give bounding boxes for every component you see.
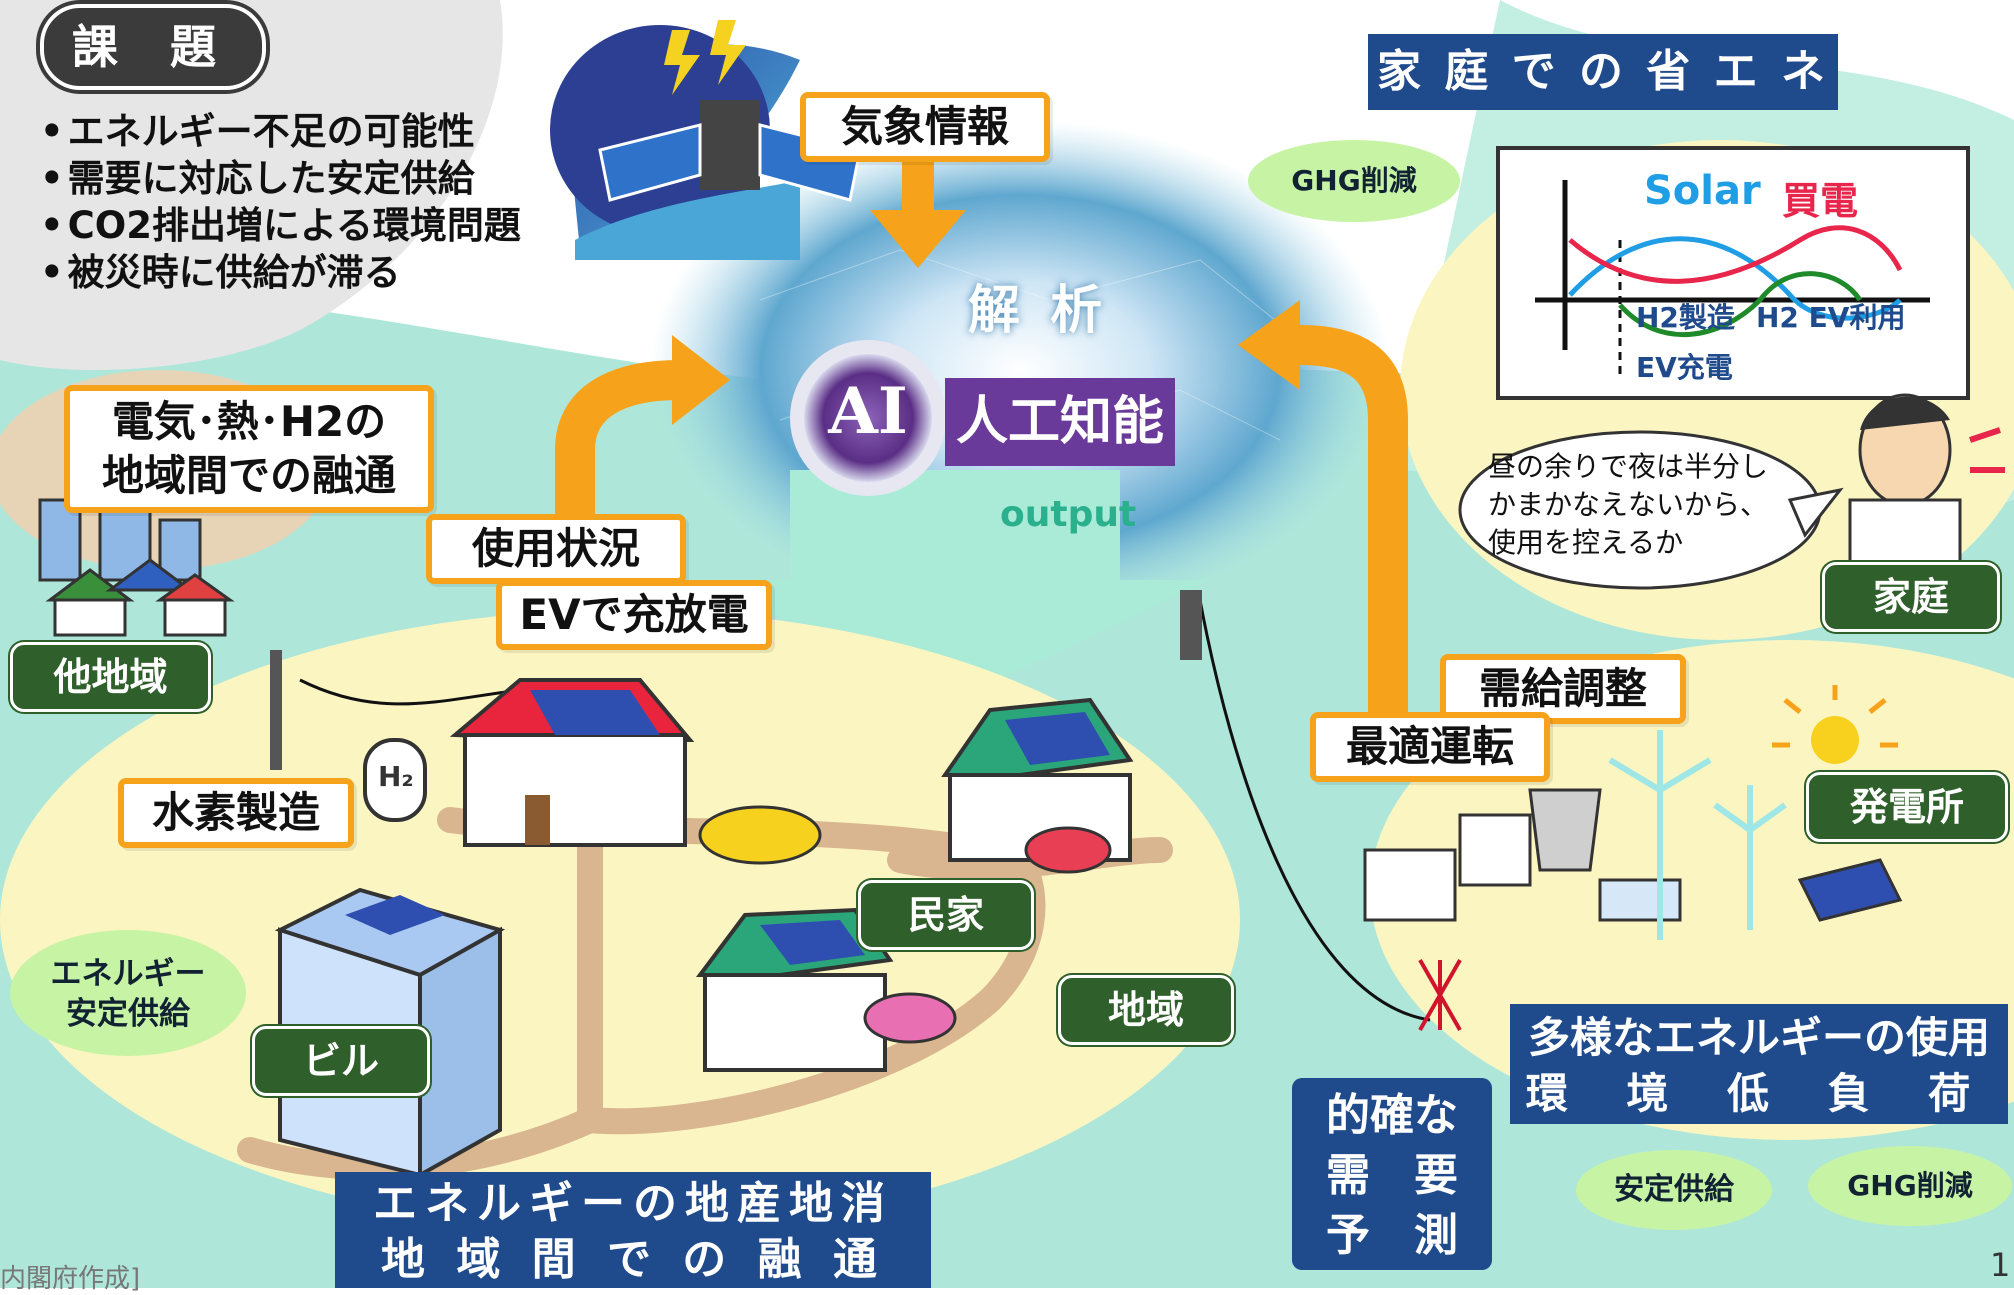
local-banner-line2: 地 域 間 で の 融 通: [381, 1234, 885, 1285]
exchange-label-line1: 電気･熱･H2の: [111, 397, 387, 446]
household-label: 家庭: [1822, 562, 2000, 632]
house-label: 民家: [858, 880, 1034, 950]
issue-item: 需要に対応した安定供給: [40, 155, 521, 202]
issue-item: エネルギー不足の可能性: [40, 108, 521, 155]
local-banner-line1: エネルギーの地産地消: [373, 1178, 893, 1229]
issues-list: エネルギー不足の可能性 需要に対応した安定供給 CO2排出増による環境問題 被災…: [40, 108, 521, 296]
power-plant: [1363, 685, 1903, 1031]
other-region-label: 他地域: [10, 642, 211, 712]
earth-surface: [575, 180, 800, 260]
car-yellow: [698, 805, 822, 865]
home-chart: [1535, 180, 1930, 380]
plant-ghg-bubble: GHG削減: [1808, 1146, 2012, 1226]
utility-pole-right: [1180, 590, 1202, 660]
power-line-right: [1198, 599, 1431, 1022]
weather-info-label: 気象情報: [800, 92, 1050, 163]
diverse-banner-line2: 環 境 低 負 荷: [1525, 1069, 1993, 1118]
chart-buy-label: 買電: [1782, 179, 1859, 223]
house-center: [696, 907, 894, 1072]
hydrogen-label: 水素製造: [118, 778, 354, 849]
demand-forecast-box: 的確な 需 要 予 測: [1292, 1078, 1492, 1270]
chart-h2-label: H2製造: [1636, 301, 1735, 334]
chart-solar-label: Solar: [1644, 168, 1761, 214]
lightning-left: [664, 30, 700, 95]
forecast-line2: 需 要: [1326, 1150, 1458, 1201]
utility-pole-left: [270, 650, 282, 770]
chart-h2ev-label: H2 EV利用: [1756, 301, 1906, 334]
hydrogen-tank: [363, 738, 427, 822]
satellite-panel-left: [598, 123, 702, 202]
issues-title: 課 題: [40, 4, 266, 90]
output-arrow: [700, 470, 1210, 700]
usage-label: 使用状況: [426, 514, 686, 585]
car-pink: [863, 992, 957, 1044]
energy-bubble-line2: 安定供給: [66, 996, 190, 1032]
chart-evcharge-label: EV充電: [1636, 351, 1733, 384]
thinking-man: [1848, 393, 2005, 582]
stable-supply-bubble: 安定供給: [1576, 1150, 1772, 1230]
energy-supply-bubble: エネルギー 安定供給: [10, 930, 246, 1056]
thought-text: 昼の余りで夜は半分し かまかなえないから、 使用を控えるか: [1488, 448, 1768, 562]
h2-tank-label: H₂: [378, 760, 414, 793]
forecast-line1: 的確な: [1326, 1090, 1458, 1141]
output-label: output: [1000, 494, 1137, 535]
thought-line3: 使用を控えるか: [1488, 526, 1684, 559]
thought-line2: かまかなえないから、: [1488, 488, 1769, 521]
source-note: 内閣府作成]: [0, 1264, 141, 1294]
car-red: [1024, 826, 1112, 874]
power-line-left: [299, 678, 521, 706]
lightning-right: [710, 20, 746, 85]
forecast-line3: 予 測: [1326, 1210, 1458, 1261]
diverse-energy-banner: 多様なエネルギーの使用 環 境 低 負 荷: [1510, 1004, 2008, 1124]
ai-logo: AI: [828, 374, 908, 449]
other-region-buildings: [38, 478, 235, 637]
home-energy-title: 家 庭 で の 省 エ ネ: [1368, 34, 1838, 110]
satellite-body: [700, 100, 760, 190]
exchange-label: 電気･熱･H2の 地域間での融通: [64, 385, 434, 513]
house-main: [449, 678, 695, 847]
building-label: ビル: [252, 1026, 430, 1096]
exchange-label-line2: 地域間での融通: [101, 451, 396, 500]
local-production-banner: エネルギーの地産地消 地 域 間 で の 融 通: [335, 1172, 931, 1288]
ev-label: EVで充放電: [496, 580, 772, 651]
page-number: 1: [1990, 1246, 2011, 1284]
analysis-label: 解 析: [968, 281, 1109, 341]
usage-arrow: [555, 360, 681, 525]
supply-arrow: [1299, 325, 1408, 720]
diverse-banner-line1: 多様なエネルギーの使用: [1527, 1013, 1990, 1062]
energy-bubble-line1: エネルギー: [50, 956, 206, 992]
optimal-operation-label: 最適運転: [1310, 712, 1550, 783]
thought-line1: 昼の余りで夜は半分し: [1488, 450, 1769, 483]
ai-orb: [804, 354, 932, 482]
issue-item: CO2排出増による環境問題: [40, 202, 521, 249]
power-plant-label: 発電所: [1806, 772, 2008, 842]
issue-item: 被災時に供給が滞る: [40, 249, 521, 296]
home-ghg-bubble: GHG削減: [1248, 140, 1460, 222]
ai-label: 人工知能: [945, 378, 1175, 466]
region-label: 地域: [1058, 975, 1234, 1045]
